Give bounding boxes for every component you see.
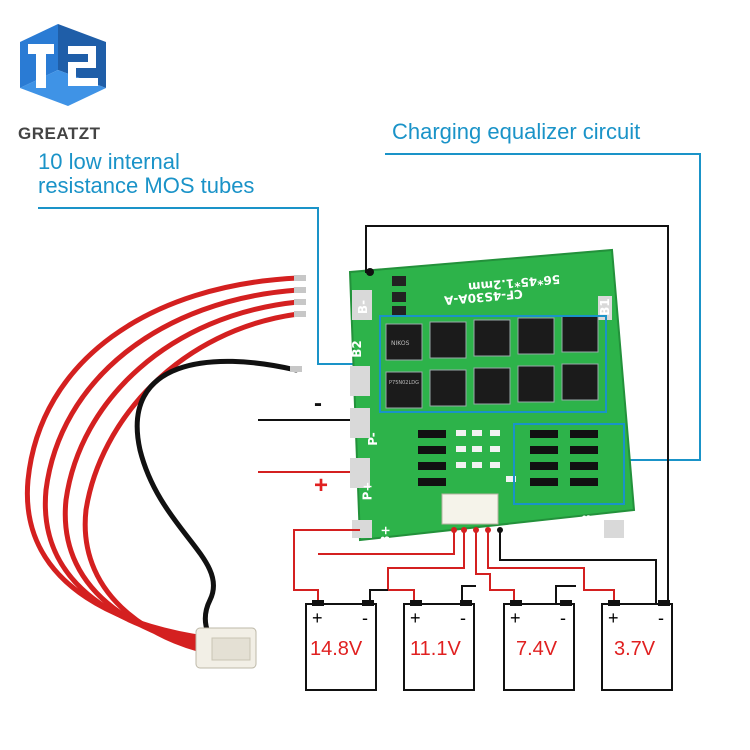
battery-minus: - bbox=[560, 608, 566, 628]
wire-tips bbox=[290, 275, 306, 372]
pad-b-minus: B- bbox=[356, 299, 371, 315]
pad-p-plus: P+ bbox=[360, 481, 375, 501]
mos-callout-line2: resistance MOS tubes bbox=[38, 173, 255, 198]
mos-callout-line1: 10 low internal bbox=[38, 149, 180, 174]
battery-voltage: 14.8V bbox=[310, 638, 363, 660]
battery-cells bbox=[305, 603, 673, 691]
battery-minus: - bbox=[362, 608, 368, 628]
wire-harness bbox=[24, 275, 301, 663]
mos-callout-line bbox=[38, 207, 384, 365]
battery-voltage: 11.1V bbox=[410, 638, 461, 660]
equalizer-callout: Charging equalizer circuit bbox=[392, 119, 641, 144]
mosfet-part: P75N02LDG bbox=[389, 380, 419, 386]
equalizer-callout-line bbox=[385, 153, 701, 461]
battery-voltage: 7.4V bbox=[516, 638, 558, 660]
pad-b3: B3 bbox=[579, 514, 594, 532]
harness-connector bbox=[195, 627, 257, 669]
mos-tubes-callout: 10 low internal resistance MOS tubes bbox=[38, 150, 254, 198]
pad-b1: B1 bbox=[597, 298, 612, 316]
positive-terminal-sign: + bbox=[314, 472, 329, 499]
battery-plus: + bbox=[410, 608, 421, 628]
battery-plus: + bbox=[312, 608, 323, 628]
battery-plus: + bbox=[608, 608, 619, 628]
battery-wiring bbox=[293, 529, 657, 604]
battery-plus: + bbox=[510, 608, 521, 628]
mosfet-marking: NIKOS bbox=[391, 340, 410, 347]
battery-minus: - bbox=[460, 608, 466, 628]
pad-b-plus: B+ bbox=[378, 525, 393, 545]
battery-voltage: 3.7V bbox=[614, 638, 656, 660]
battery-minus: - bbox=[658, 608, 664, 628]
pad-b2: B2 bbox=[349, 340, 364, 358]
connector-nodes bbox=[451, 527, 491, 533]
negative-terminal-sign: - bbox=[314, 390, 322, 417]
pcb-board bbox=[348, 225, 669, 604]
pad-p-minus: P- bbox=[365, 432, 380, 446]
brand-logo bbox=[20, 24, 106, 106]
brand-name: GREATZT bbox=[18, 124, 101, 143]
